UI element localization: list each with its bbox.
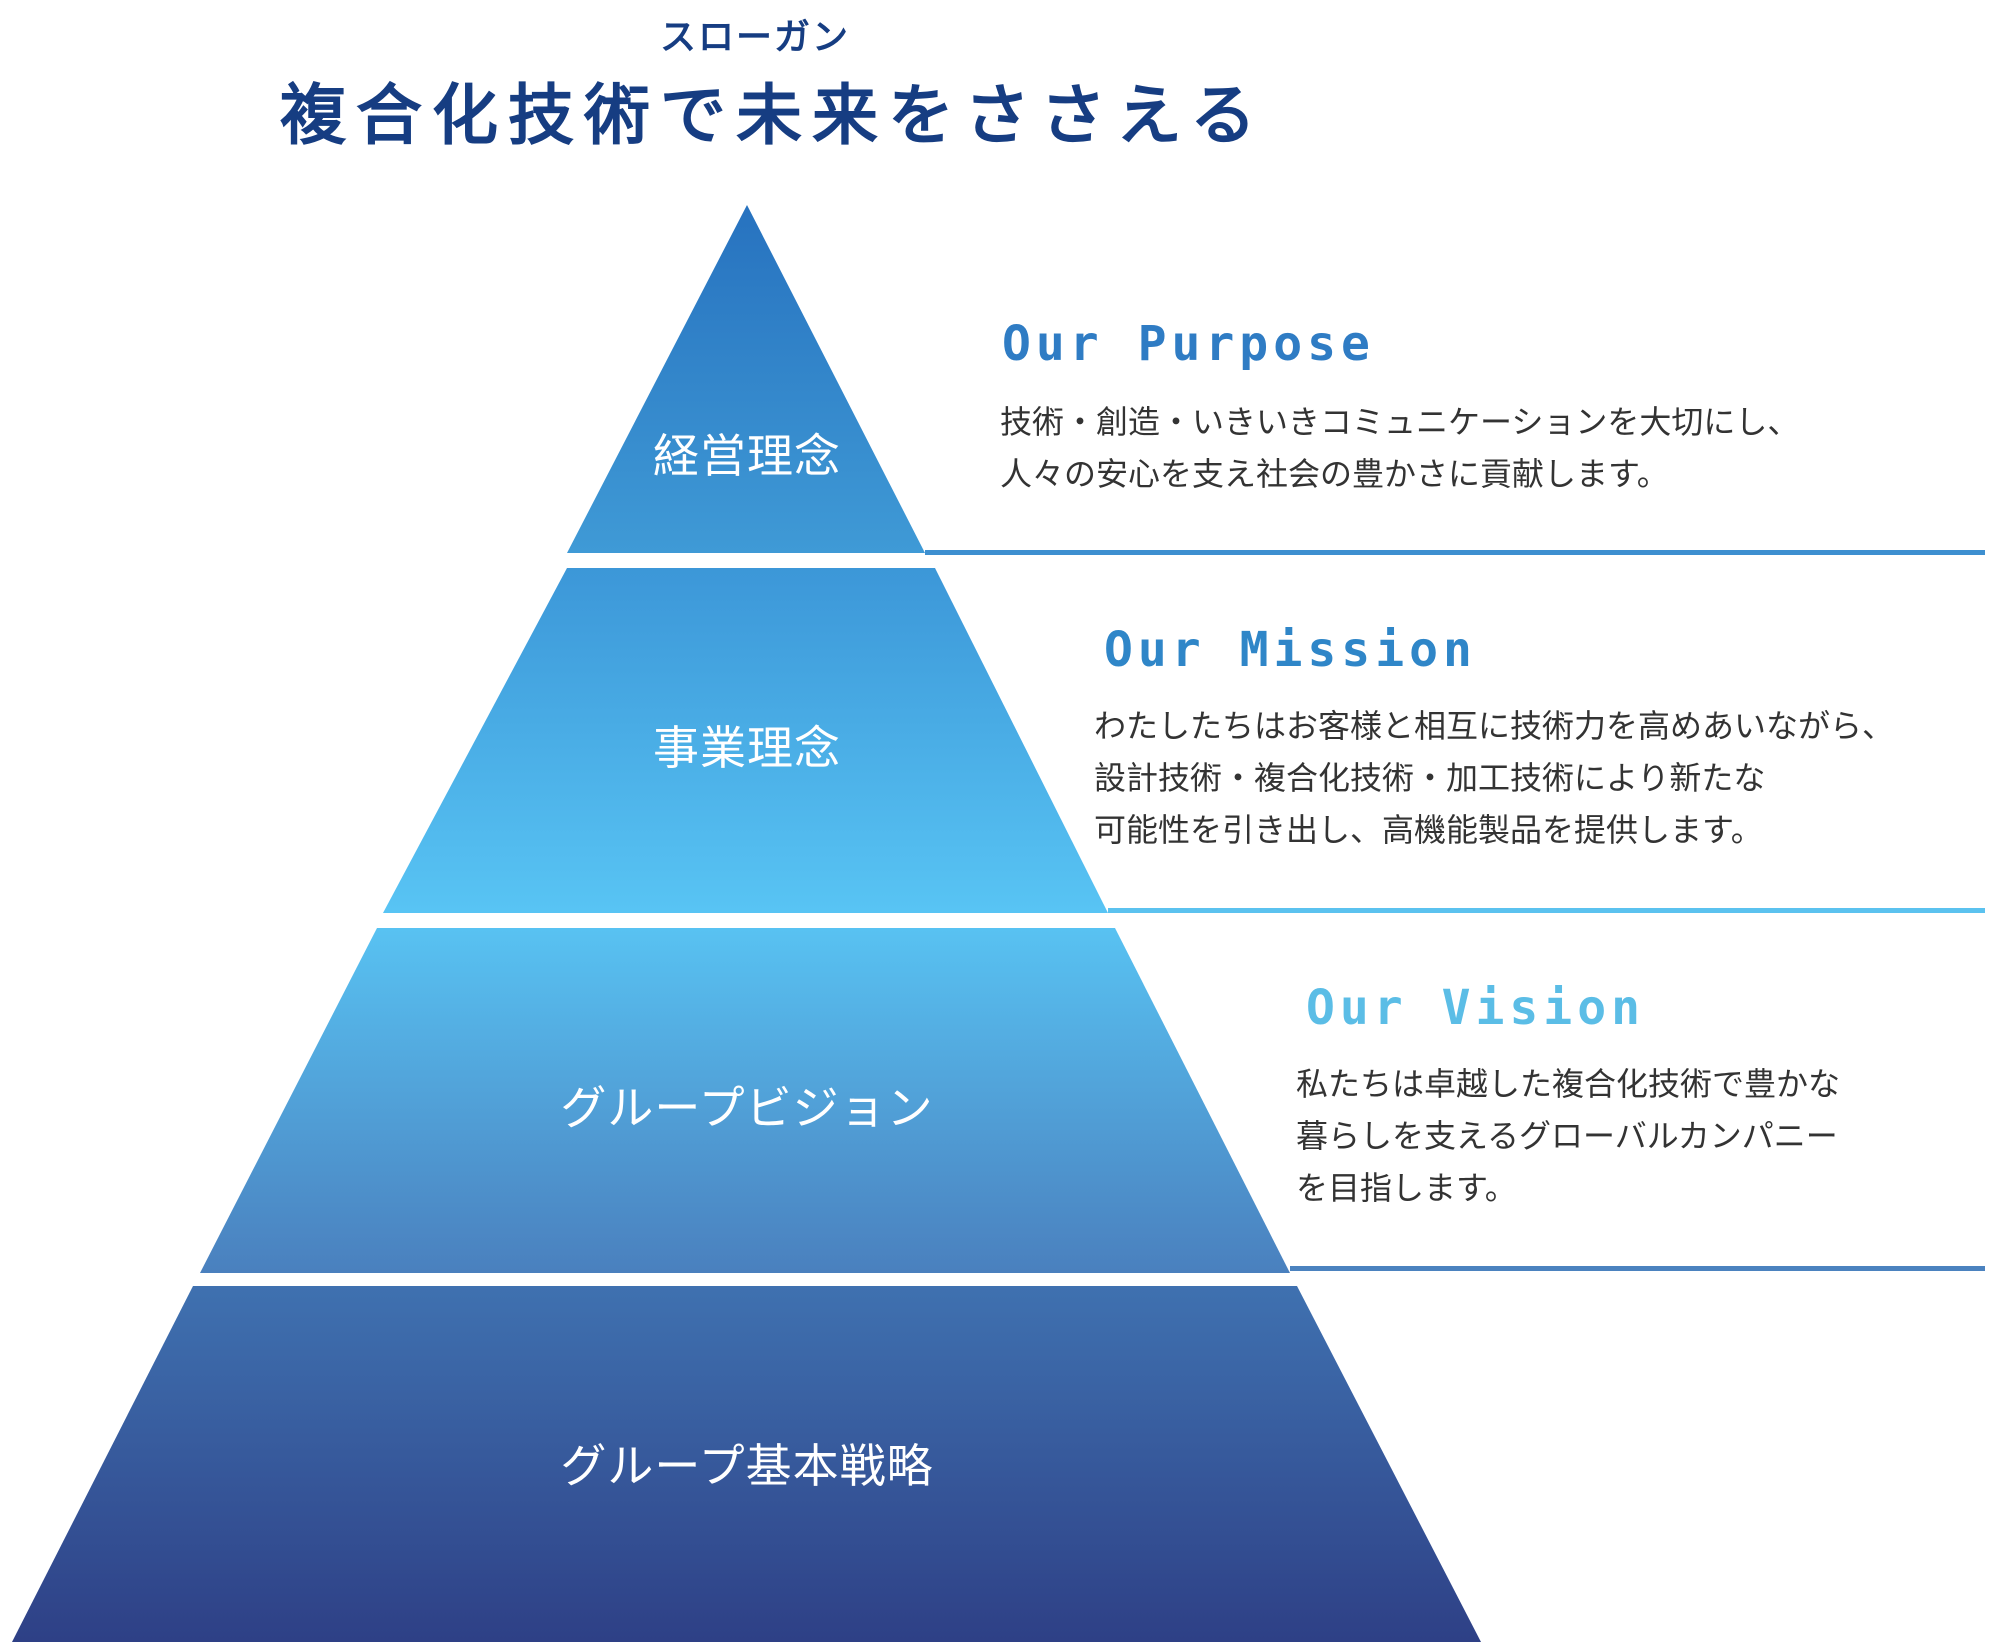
purpose-line-1: 技術・創造・いきいきコミュニケーションを大切にし、 <box>1000 403 1800 441</box>
divider-purpose <box>925 550 1985 555</box>
pyramid-tier-strategy <box>12 1286 1481 1642</box>
purpose-description: 技術・創造・いきいきコミュニケーションを大切にし、 人々の安心を支え社会の豊かさ… <box>1000 396 1799 500</box>
divider-mission <box>1108 908 1985 913</box>
vision-line-1: 私たちは卓越した複合化技術で豊かな <box>1296 1065 1841 1103</box>
mission-line-3: 可能性を引き出し、高機能製品を提供します。 <box>1094 811 1763 849</box>
slogan-ruby: スローガン <box>659 17 850 58</box>
slogan-title: 複合化技術で未来をささえる <box>280 77 1267 154</box>
vision-line-3: を目指します。 <box>1296 1169 1517 1207</box>
mission-description: わたしたちはお客様と相互に技術力を高めあいながら、 設計技術・複合化技術・加工技… <box>1094 700 1894 856</box>
tier-label-strategy: グループ基本戦略 <box>560 1439 934 1493</box>
heading-our-vision: Our Vision <box>1306 980 1645 1036</box>
tier-label-mission: 事業理念 <box>653 721 841 775</box>
divider-vision <box>1290 1266 1985 1271</box>
pyramid-tier-vision <box>200 928 1290 1273</box>
pyramid-tier-mission <box>383 568 1108 913</box>
mission-line-2: 設計技術・複合化技術・加工技術により新たな <box>1094 759 1766 797</box>
pyramid-tier-purpose <box>567 205 925 553</box>
heading-our-purpose: Our Purpose <box>1002 316 1375 372</box>
vision-description: 私たちは卓越した複合化技術で豊かな 暮らしを支えるグローバルカンパニー を目指し… <box>1296 1058 1840 1214</box>
heading-our-mission: Our Mission <box>1104 622 1477 678</box>
purpose-line-2: 人々の安心を支え社会の豊かさに貢献します。 <box>1000 455 1669 493</box>
mission-line-1: わたしたちはお客様と相互に技術力を高めあいながら、 <box>1094 707 1895 745</box>
vision-line-2: 暮らしを支えるグローバルカンパニー <box>1296 1117 1838 1155</box>
tier-label-purpose: 経営理念 <box>653 429 841 483</box>
tier-label-vision: グループビジョン <box>560 1081 934 1135</box>
